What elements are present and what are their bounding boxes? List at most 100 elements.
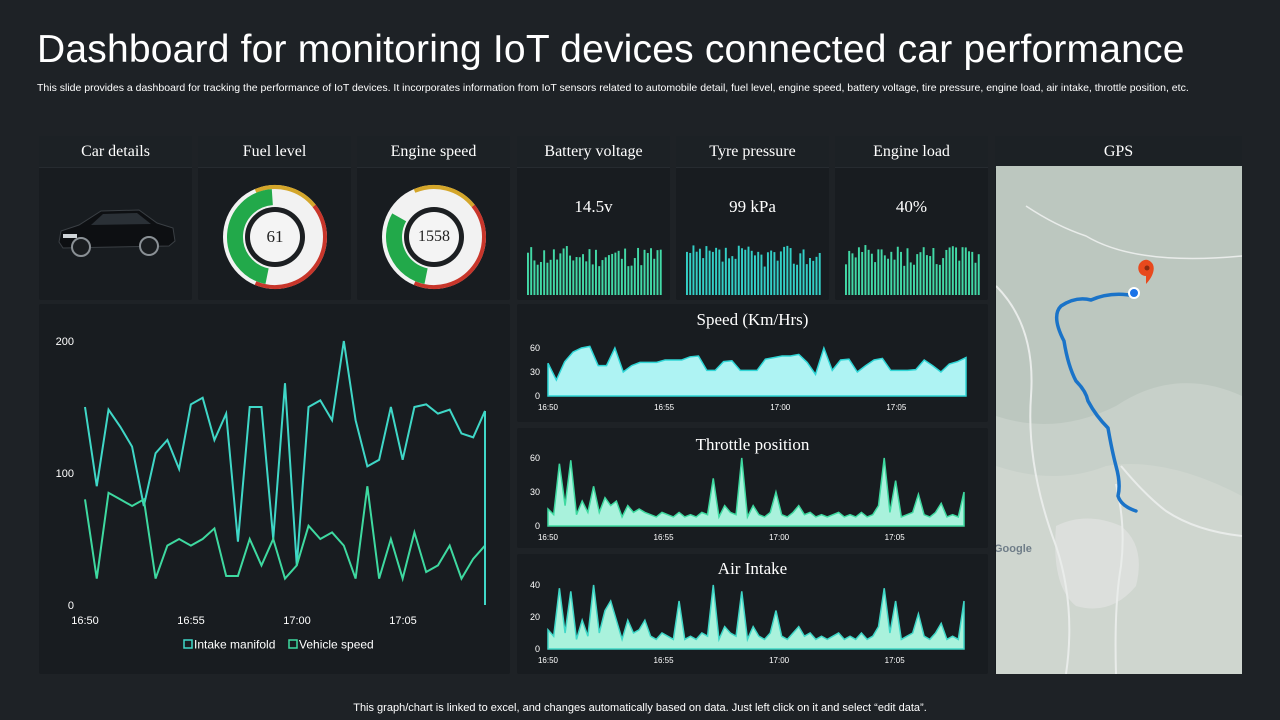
engine-load-bar [848,250,851,295]
battery-voltage-bar [527,252,529,295]
gps-map[interactable]: Google [996,166,1242,674]
tyre-pressure-bar [809,258,811,295]
engine-load-bar [961,247,964,295]
main-chart-ytick: 200 [56,336,74,348]
engine-load-bar [968,251,970,295]
engine-load-bar [890,251,893,295]
engine-load-bar [977,254,980,295]
tyre-pressure-bar [812,260,815,295]
fuel-gauge-warning-band [254,185,316,208]
battery-voltage-bar [653,258,656,295]
battery-voltage-bar [585,261,588,295]
tyre-pressure-bar [711,251,714,295]
speed-chart-ytick: 0 [535,391,540,401]
gps-title: GPS [995,136,1242,168]
air-chart-xtick: 16:55 [654,656,675,665]
tyre-pressure-bar [760,254,763,295]
engine-load-bar [925,255,928,295]
battery-voltage-card: Battery voltage 14.5v [517,136,670,300]
battery-voltage-bar [627,266,630,295]
tyre-pressure-bar [692,245,695,295]
engine-speed-gauge-danger-band [413,204,486,289]
engine-load-bar [951,246,954,295]
throttle-chart-xtick: 16:55 [654,533,675,542]
tyre-pressure-bar [698,248,701,295]
tyre-pressure-bar [770,250,773,295]
tyre-pressure-bar [799,253,802,295]
main-chart-xtick: 16:55 [177,615,205,627]
engine-load-bar [903,265,906,295]
throttle-chart-ytick: 30 [530,487,540,497]
car-details-card: Car details [39,136,192,300]
engine-load-bar [877,249,880,295]
battery-voltage-bar [575,257,578,295]
tyre-pressure-card: Tyre pressure 99 kPa [676,136,829,300]
battery-voltage-bar [569,255,572,295]
main-chart-ytick: 0 [68,600,74,612]
engine-load-bar [938,264,941,295]
engine-load-bar [851,253,854,295]
tyre-pressure-bar [815,256,818,295]
main-chart-ytick: 100 [56,468,74,480]
battery-voltage-bar [607,255,610,295]
fuel-gauge-danger-band [254,204,327,289]
speed-chart-xtick: 16:55 [654,403,675,412]
battery-voltage-bar [539,261,542,295]
speed-chart-title: Speed (Km/Hrs) [696,310,809,329]
engine-speed-gauge-warning-band [413,185,475,208]
battery-voltage-bar [552,249,555,295]
page-subtitle: This slide provides a dashboard for trac… [37,82,1189,94]
tyre-pressure-bar [747,246,750,295]
engine-load-bar [883,255,886,295]
air-chart-ytick: 0 [535,644,540,654]
svg-text:Google: Google [996,543,1032,555]
engine-load-bar [945,249,948,295]
battery-voltage-bar [591,264,594,295]
battery-voltage-bar [604,257,607,295]
tyre-pressure-bar [750,250,753,295]
speed-chart-area [547,345,967,397]
tyre-pressure-bar [776,260,779,295]
throttle-chart-xtick: 17:05 [885,533,906,542]
speed-chart-ytick: 30 [530,367,540,377]
tyre-pressure-bar [754,255,756,295]
air-intake-chart-title: Air Intake [717,559,788,578]
throttle-chart-ytick: 60 [530,453,540,463]
engine-load-bar [942,258,945,295]
tyre-pressure-bar [783,246,786,295]
battery-voltage-bar [549,259,552,295]
battery-voltage-value: 14.5v [574,197,613,216]
speed-chart-ytick: 60 [530,343,540,353]
tyre-pressure-bar [728,258,731,295]
battery-voltage-bar [656,250,659,295]
tyre-pressure-bar [796,264,799,295]
engine-speed-gauge [382,185,486,289]
tyre-pressure-bar [702,258,705,295]
battery-voltage-bar [633,258,636,295]
battery-voltage-sparkbars [527,246,662,295]
fuel-gauge-fill-arc [227,189,274,285]
tyre-pressure-bar [773,252,776,295]
engine-load-bar [887,258,890,295]
footer-note: This graph/chart is linked to excel, and… [353,702,927,714]
throttle-chart-ytick: 0 [535,521,540,531]
tyre-pressure-bar [705,246,708,295]
engine-load-bar [874,262,877,295]
tyre-pressure-bar [779,251,782,295]
throttle-chart-xtick: 17:00 [769,533,790,542]
legend-label: Intake manifold [194,638,275,652]
battery-voltage-bar [578,257,581,295]
tyre-pressure-bar [708,250,711,295]
tyre-pressure-bar [789,248,792,295]
engine-load-bar [919,252,922,295]
battery-voltage-bar [614,252,617,295]
engine-load-bar [922,247,925,295]
engine-speed-title: Engine speed [357,136,510,168]
engine-load-title: Engine load [835,136,988,168]
tyre-pressure-bar [695,251,698,295]
tyre-pressure-bar [766,252,769,295]
